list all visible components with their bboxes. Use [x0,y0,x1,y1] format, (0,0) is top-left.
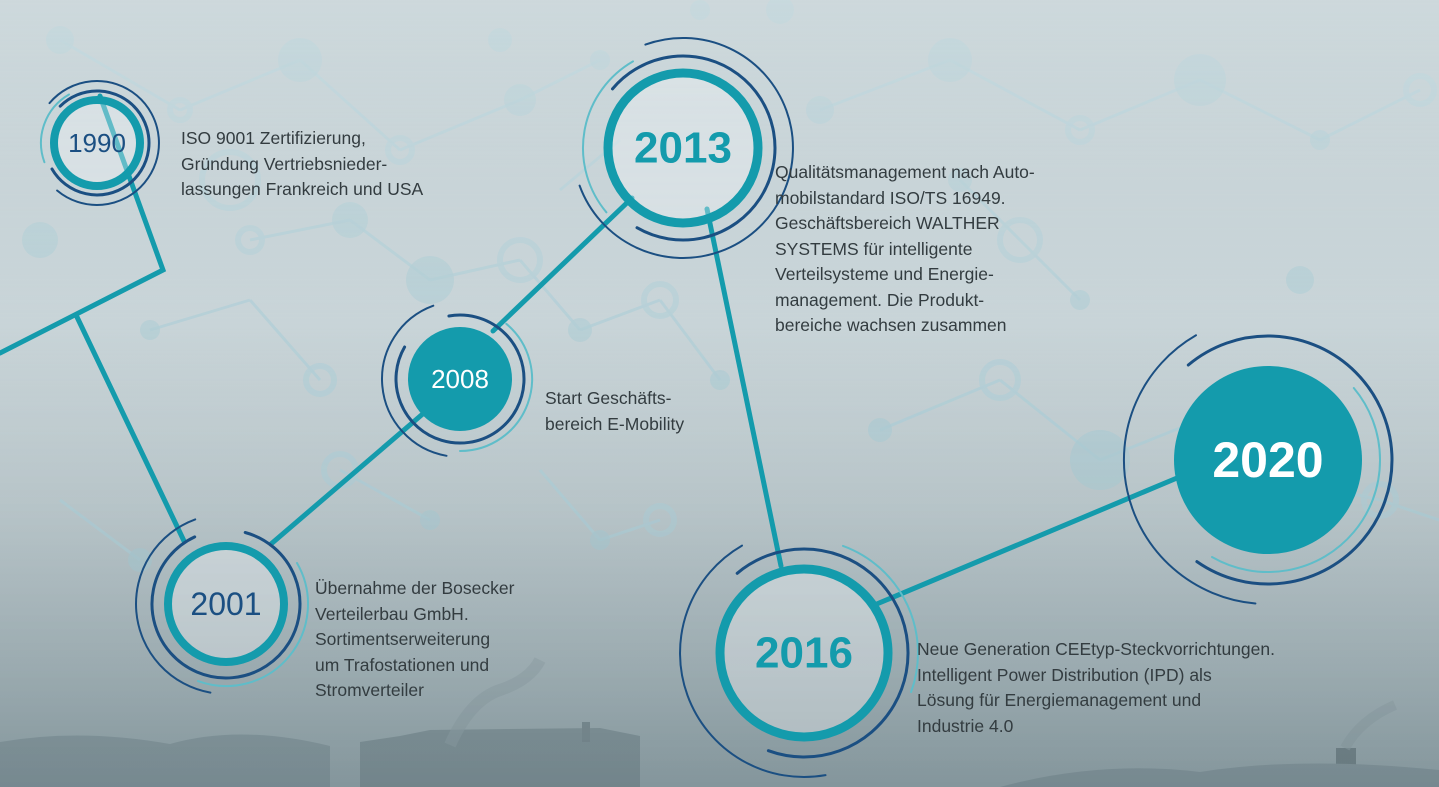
description-line: bereich E-Mobility [545,413,685,434]
connector-left-1990 [0,93,167,356]
description-line: Gründung Vertriebsnieder- [181,153,388,174]
description-line: Qualitätsmanagement nach Auto- [775,162,1035,182]
milestone-year: 2013 [634,124,732,173]
milestone-node-2013: 2013 [578,37,794,259]
description-line: bereiche wachsen zusammen [775,315,1007,335]
description-line: Intelligent Power Distribution (IPD) als [917,664,1212,685]
description-line: SYSTEMS für intelligente [775,238,973,259]
milestone-year: 2008 [431,364,489,394]
connector-2013-2016 [704,206,784,569]
description-line: Industrie 4.0 [917,715,1014,736]
milestone-ring-arc [679,544,827,778]
milestone-ring-arc [582,60,634,214]
milestone-ring-arc [611,54,777,242]
milestone-node-2008: 2008 [381,304,534,457]
milestone-circle [50,96,144,190]
milestone-description-1990: ISO 9001 Zertifizierung, Gründung Vertrie… [181,126,511,203]
milestone-ring-arc [40,93,70,164]
milestone-node-1990: 1990 [40,80,160,206]
description-line: Lösung für Energiemanagement und [917,690,1202,710]
milestone-ring-arc [135,518,212,694]
description-line: um Trafostationen und [315,654,490,675]
milestone-node-2001: 2001 [135,518,309,694]
connector-1990-2001 [74,314,187,544]
milestone-ring-arc [735,547,910,759]
milestone-circle [715,564,893,742]
milestone-circle [408,327,512,431]
description-line: Start Geschäfts- [545,388,672,408]
description-line: Geschäftsbereich WALTHER [775,213,1000,233]
milestone-circle [1174,366,1362,554]
milestone-ring-arc [150,531,302,680]
milestone-ring-arc [1211,387,1382,573]
connector-2008-2013 [490,195,635,334]
description-line: Stromverteiler [315,680,424,700]
milestone-ring-arc [578,37,794,259]
milestone-ring-arc [394,313,526,445]
timeline-connectors [0,93,1180,609]
description-line: Übernahme der Bosecker [315,578,515,598]
description-line: Sortimentserweiterung [315,629,491,649]
description-line: Verteilerbau GmbH. [315,603,469,624]
milestone-ring-arc [48,80,160,206]
milestone-ring-arc [1186,334,1394,586]
description-line: ISO 9001 Zertifizierung, [181,128,366,148]
milestone-ring-arc [381,304,448,457]
milestone-node-2020: 2020 [1122,334,1394,605]
milestone-description-2016: Neue Generation CEEtyp-Steckvorrichtunge… [917,637,1417,739]
connector-2001-2008 [268,409,428,547]
milestone-description-2013: Qualitätsmanagement nach Auto-mobilstand… [775,160,1155,339]
connector-2016-2020 [869,475,1180,609]
milestone-year: 2020 [1212,432,1323,488]
description-line: Neue Generation CEEtyp-Steckvorrichtunge… [917,639,1275,659]
milestone-ring-arc [842,544,919,693]
milestone-ring-arc [197,562,309,688]
description-line: mobilstandard ISO/TS 16949. [775,187,1006,208]
milestone-node-2016: 2016 [679,544,919,778]
milestone-description-2008: Start Geschäfts-bereich E-Mobility [545,386,745,437]
description-line: Verteilsysteme und Energie- [775,264,994,284]
milestone-circle [603,68,763,228]
timeline-nodes: 1990 2001 2008 2013 2016 2020 [40,37,1394,778]
milestone-ring-arc [459,322,534,452]
milestone-year: 2001 [190,586,261,622]
milestone-circle [164,542,288,666]
description-line: management. Die Produkt- [775,289,985,310]
description-line: lassungen Frankreich und USA [181,179,424,199]
milestone-year: 2016 [755,629,853,678]
milestone-ring-arc [50,89,151,197]
milestone-ring-arc [1122,334,1257,605]
milestone-year: 1990 [68,128,126,158]
